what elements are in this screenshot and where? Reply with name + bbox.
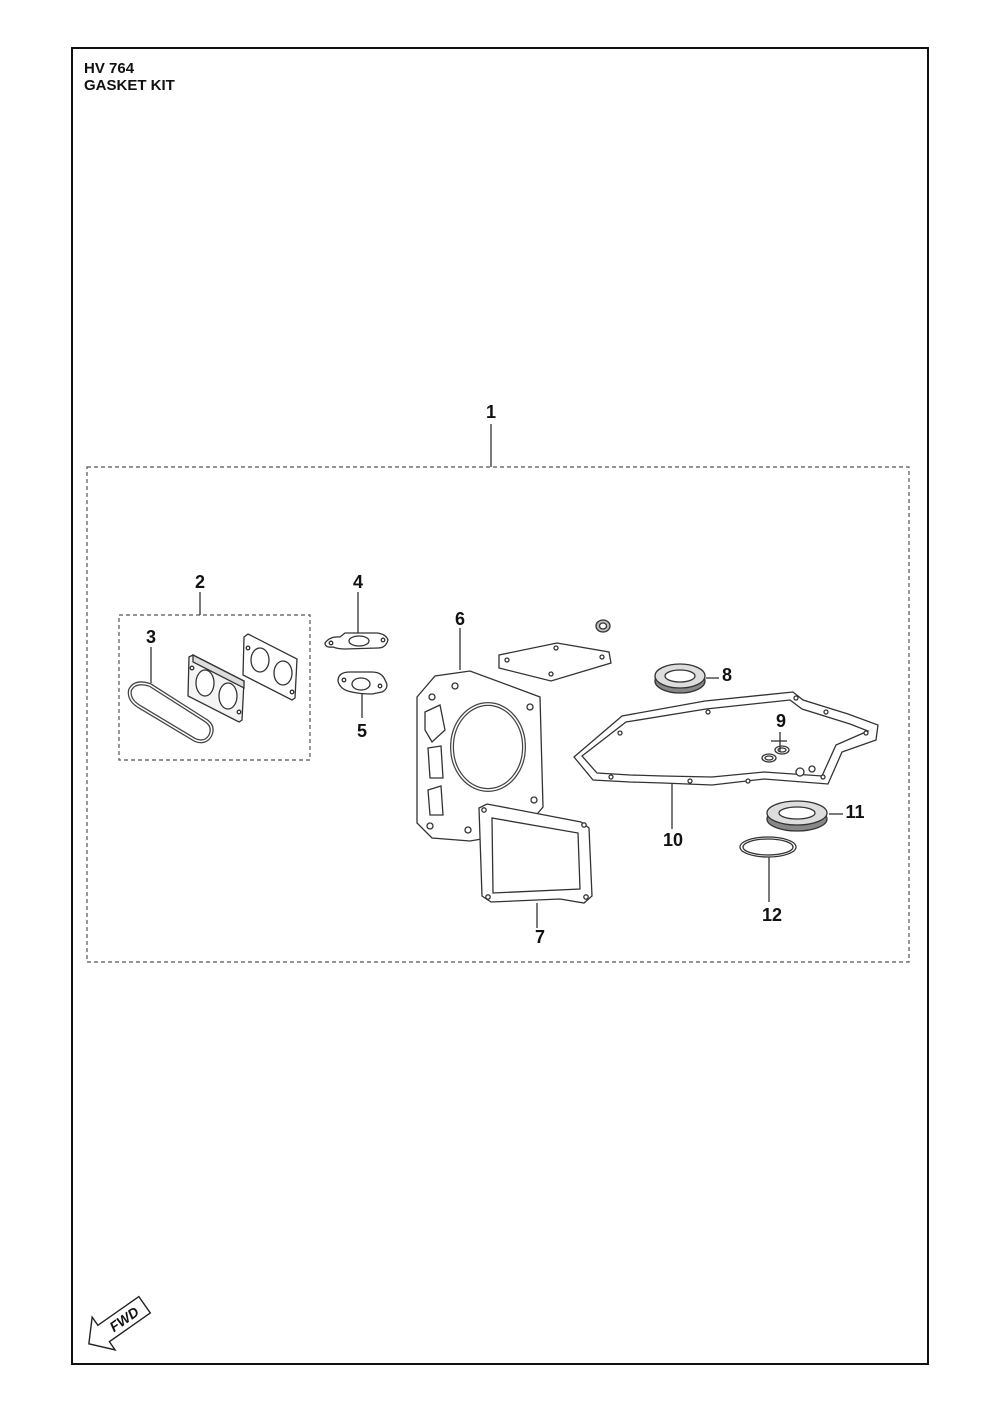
part-10-crankcase-gasket bbox=[573, 691, 879, 786]
part-4-gasket bbox=[324, 632, 389, 650]
page-title: HV 764 GASKET KIT bbox=[84, 60, 175, 94]
page-frame bbox=[71, 47, 929, 1365]
callout-6: 6 bbox=[455, 609, 465, 629]
cover-plate-gasket bbox=[498, 642, 612, 682]
part-8-oil-seal bbox=[654, 663, 706, 694]
callout-8: 8 bbox=[722, 665, 732, 685]
callout-4: 4 bbox=[353, 572, 363, 592]
callout-7: 7 bbox=[535, 927, 545, 947]
callout-12: 12 bbox=[762, 905, 782, 925]
part-5-gasket bbox=[337, 671, 388, 695]
callout-3: 3 bbox=[146, 627, 156, 647]
part-11-oil-seal bbox=[766, 800, 828, 832]
model-code: HV 764 bbox=[84, 60, 135, 77]
callout-5: 5 bbox=[357, 721, 367, 741]
part-9-o-rings bbox=[761, 745, 790, 763]
callout-10: 10 bbox=[663, 830, 683, 850]
valve-seal bbox=[595, 619, 611, 633]
part-12-o-ring bbox=[739, 836, 797, 858]
part-2-gaskets bbox=[187, 633, 298, 723]
callout-numbers: 1 2 3 4 5 6 7 8 9 10 11 12 bbox=[146, 402, 865, 947]
part-3-seal bbox=[127, 681, 214, 744]
callout-11: 11 bbox=[845, 802, 864, 822]
part-6-head-gasket bbox=[416, 670, 544, 842]
diagram-title: GASKET KIT bbox=[84, 77, 175, 94]
fwd-arrow-icon: FWD bbox=[88, 1295, 152, 1351]
callout-1: 1 bbox=[486, 402, 496, 422]
callout-9: 9 bbox=[776, 711, 786, 731]
callout-2: 2 bbox=[195, 572, 205, 592]
part-7-rocker-gasket bbox=[478, 803, 593, 904]
